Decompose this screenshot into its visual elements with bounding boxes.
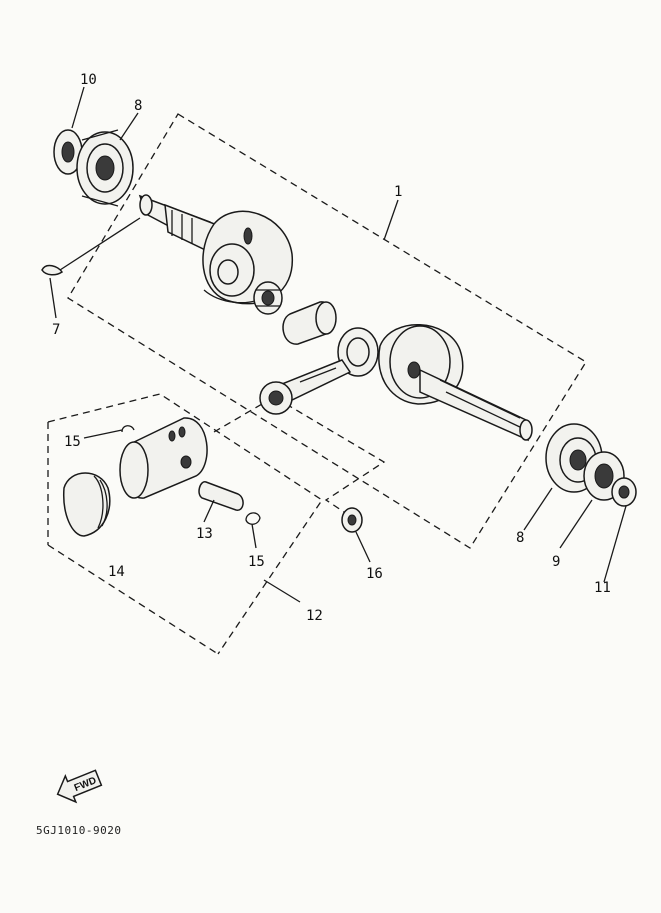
piston bbox=[119, 417, 208, 499]
right-crankshaft-half bbox=[378, 324, 533, 442]
callout-8-right: 8 bbox=[516, 530, 524, 546]
connecting-rod bbox=[259, 327, 379, 415]
callout-15-left: 15 bbox=[64, 434, 81, 450]
callout-16: 16 bbox=[366, 566, 383, 582]
callout-1: 1 bbox=[394, 184, 402, 200]
callout-11: 11 bbox=[594, 580, 611, 596]
callout-10: 10 bbox=[80, 72, 97, 88]
piston-pin bbox=[198, 481, 244, 511]
small-end-bearing bbox=[341, 507, 363, 533]
piston-pin-clip-right bbox=[245, 512, 261, 525]
crankshaft-assembly-boundary bbox=[67, 113, 587, 549]
piston-pin-clip-left bbox=[121, 425, 135, 433]
callout-9: 9 bbox=[552, 554, 560, 570]
connecting-rod-leader bbox=[213, 403, 386, 517]
piston-rings bbox=[63, 472, 111, 537]
callout-8-top: 8 bbox=[134, 98, 142, 114]
left-crankshaft-half bbox=[138, 194, 293, 305]
callout-14: 14 bbox=[108, 564, 125, 580]
woodruff-key bbox=[41, 217, 141, 276]
callout-13: 13 bbox=[196, 526, 213, 542]
callout-15-right: 15 bbox=[248, 554, 265, 570]
crank-needle-bearing bbox=[253, 281, 283, 315]
crank-pin bbox=[282, 301, 337, 345]
callout-7: 7 bbox=[52, 322, 60, 338]
callout-12: 12 bbox=[306, 608, 323, 624]
left-oil-seal bbox=[53, 129, 83, 175]
spacer-collar bbox=[611, 477, 637, 507]
piston-assembly-boundary bbox=[47, 393, 323, 655]
callout-leaders bbox=[49, 86, 627, 603]
figure-code: 5GJ1010-9020 bbox=[36, 824, 121, 837]
left-bearing bbox=[76, 129, 134, 207]
fwd-arrow-icon: FWD bbox=[56, 769, 103, 804]
